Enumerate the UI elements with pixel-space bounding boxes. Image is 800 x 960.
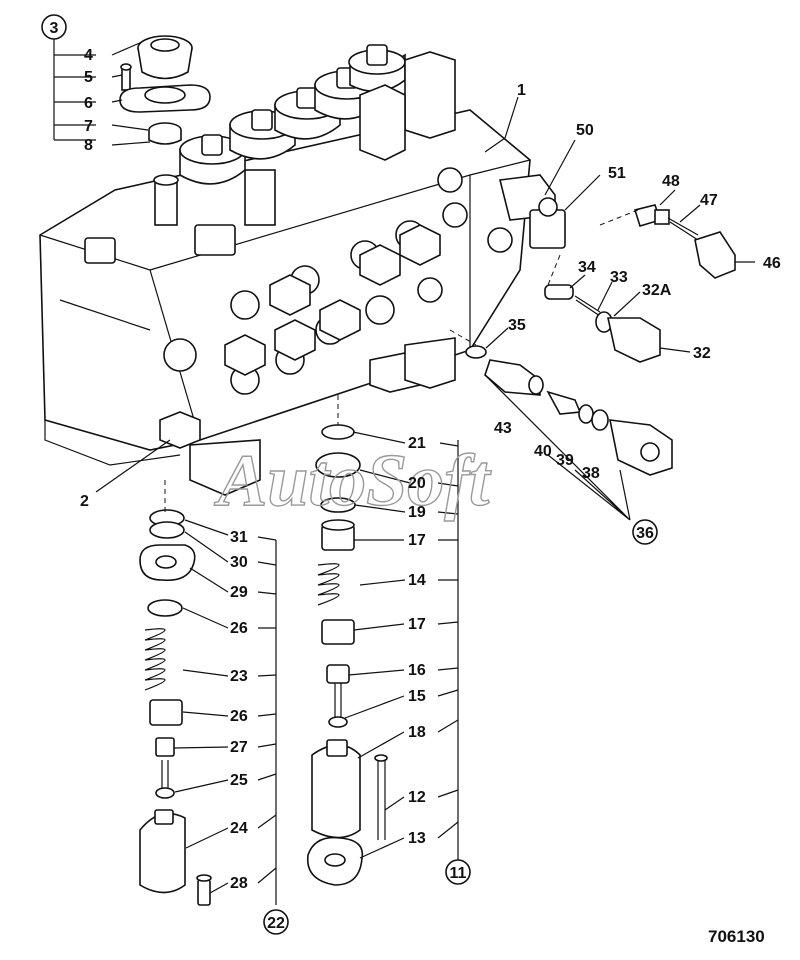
kit-3-parts — [119, 35, 211, 145]
callout-17: 17 — [408, 532, 426, 549]
group-22: 22 — [267, 915, 285, 932]
callout-46: 46 — [763, 255, 781, 272]
callout-50: 50 — [576, 122, 594, 139]
callout-labels: 1 2 4 5 6 7 8 12 13 14 15 16 17 17 18 19… — [80, 47, 781, 892]
group-36: 36 — [636, 525, 654, 542]
valve-block — [39, 44, 566, 496]
watermark-text: AutoSoft — [214, 440, 492, 522]
callout-30: 30 — [230, 554, 248, 571]
callout-20: 20 — [408, 475, 426, 492]
callout-43: 43 — [494, 420, 512, 437]
middle-stack-parts — [306, 424, 388, 886]
callout-7: 7 — [84, 118, 93, 135]
callout-27: 27 — [230, 739, 248, 756]
callout-26b: 26 — [230, 708, 248, 725]
relief-valve-parts — [465, 345, 673, 476]
right-upper-parts — [544, 204, 736, 363]
callout-16: 16 — [408, 662, 426, 679]
callout-21: 21 — [408, 435, 426, 452]
callout-17b: 17 — [408, 616, 426, 633]
callout-18: 18 — [408, 724, 426, 741]
callout-28: 28 — [230, 875, 248, 892]
callout-14: 14 — [408, 572, 426, 589]
callout-19: 19 — [408, 504, 426, 521]
callout-32: 32 — [693, 345, 711, 362]
callout-4: 4 — [84, 47, 93, 64]
callout-2: 2 — [80, 493, 89, 510]
callout-48: 48 — [662, 173, 680, 190]
group-11: 11 — [450, 865, 467, 882]
callout-39: 39 — [556, 452, 574, 469]
callout-40: 40 — [534, 443, 552, 460]
callout-51: 51 — [608, 165, 626, 182]
callout-26: 26 — [230, 620, 248, 637]
leader-lines — [53, 38, 755, 905]
callout-32A: 32A — [642, 282, 672, 299]
figure-number: 706130 — [708, 927, 765, 946]
left-stack-parts — [139, 509, 212, 906]
callout-5: 5 — [84, 69, 93, 86]
centre-lines — [164, 209, 639, 515]
callout-38: 38 — [582, 465, 600, 482]
callout-34: 34 — [578, 259, 596, 276]
group-callouts: 3 11 22 36 — [41, 14, 658, 935]
callout-1: 1 — [517, 82, 526, 99]
group-3: 3 — [50, 20, 59, 37]
callout-35: 35 — [508, 317, 526, 334]
callout-25: 25 — [230, 772, 248, 789]
callout-6: 6 — [84, 95, 93, 112]
callout-12: 12 — [408, 789, 426, 806]
callout-29: 29 — [230, 584, 248, 601]
callout-31: 31 — [230, 529, 248, 546]
callout-8: 8 — [84, 137, 93, 154]
callout-33: 33 — [610, 269, 628, 286]
callout-15: 15 — [408, 688, 426, 705]
callout-23: 23 — [230, 668, 248, 685]
callout-24: 24 — [230, 820, 248, 837]
callout-13: 13 — [408, 830, 426, 847]
callout-47: 47 — [700, 192, 718, 209]
